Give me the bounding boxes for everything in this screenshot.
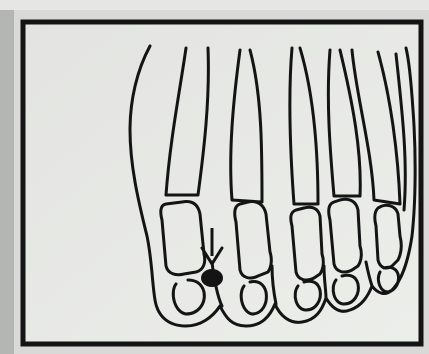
target-dot (201, 269, 223, 287)
top-edge (0, 0, 429, 10)
left-shadow (0, 0, 14, 354)
